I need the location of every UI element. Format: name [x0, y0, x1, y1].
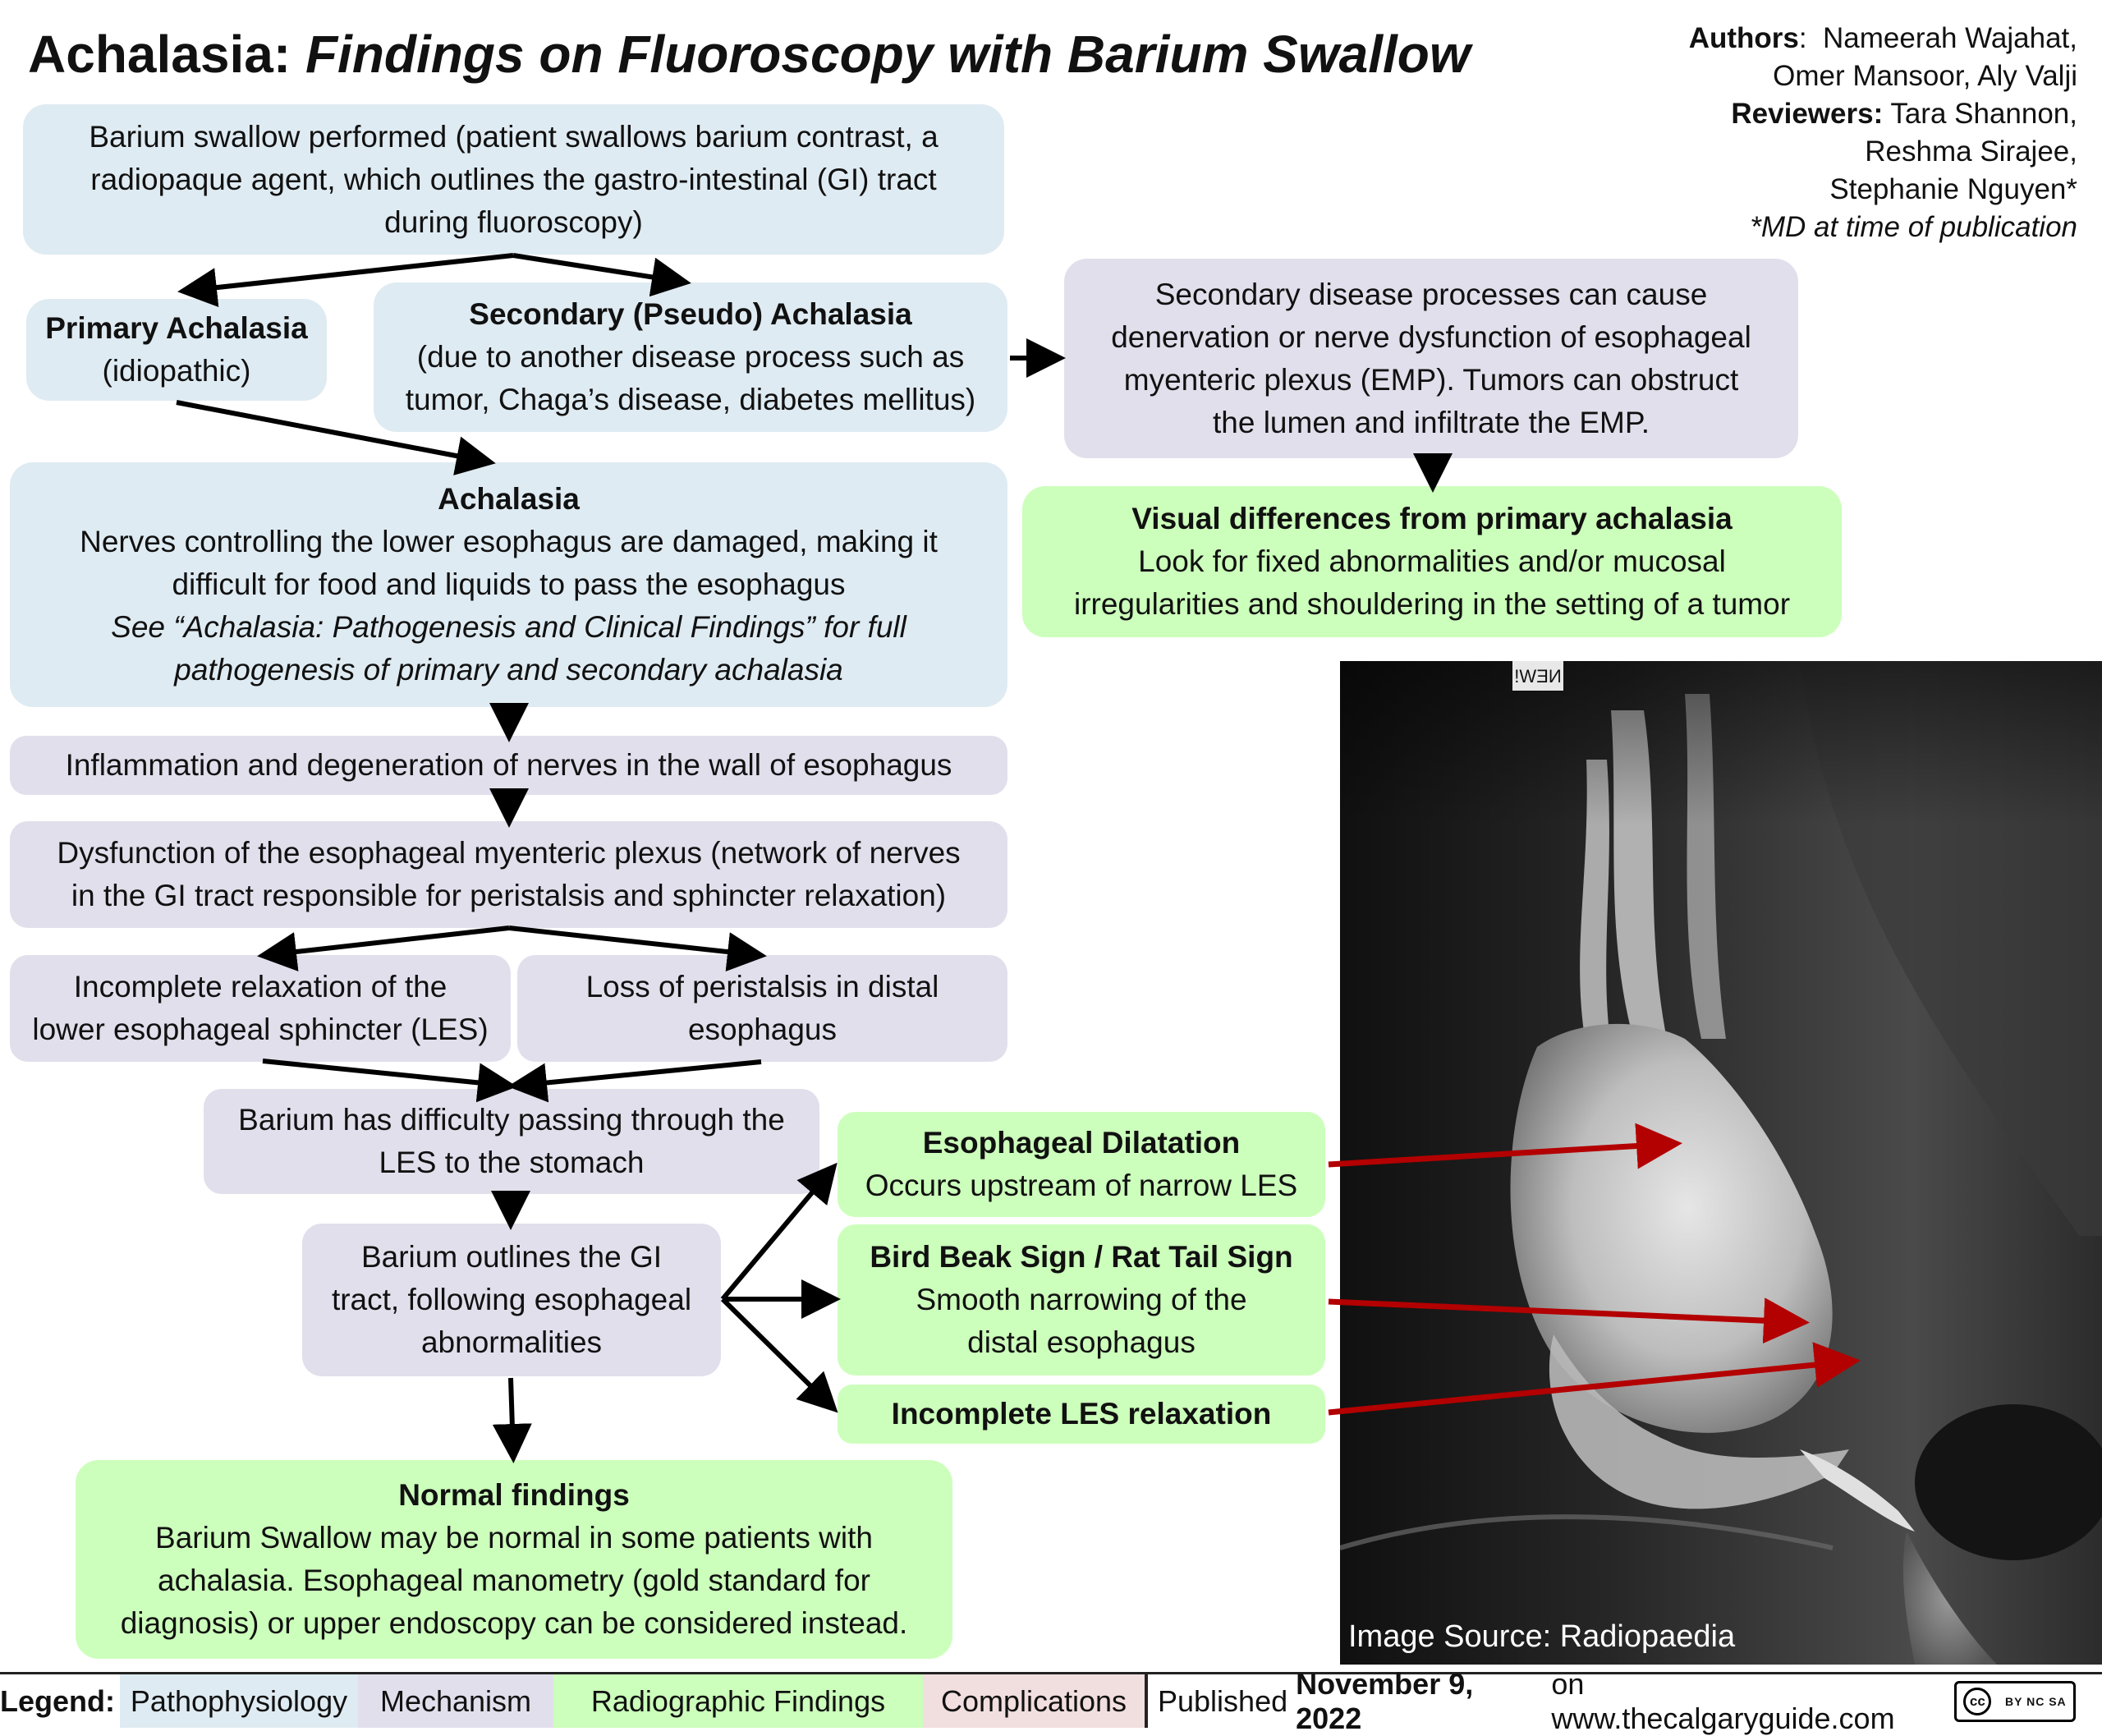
- box-text: (due to another disease process such as: [416, 340, 965, 374]
- box-text: esophagus: [687, 1013, 838, 1046]
- barium-swallow-xray-image: NEW! Image Source: Radiopaedia: [1340, 661, 2102, 1665]
- box-text: denervation or nerve dysfunction of esop…: [1111, 319, 1751, 354]
- legend-pathophysiology: Pathophysiology: [120, 1674, 358, 1728]
- box-text: abnormalities: [420, 1325, 603, 1359]
- box-title: Incomplete LES relaxation: [891, 1397, 1272, 1431]
- box-text: in the GI tract responsible for peristal…: [71, 879, 947, 912]
- cc-icon: cc: [1963, 1688, 1992, 1715]
- credits-block: Authors: Nameerah Wajahat, Omer Mansoor,…: [1689, 20, 2077, 246]
- box-title: Esophageal Dilatation: [922, 1126, 1241, 1160]
- published-prefix: Published: [1158, 1683, 1288, 1718]
- box-text: LES to the stomach: [379, 1146, 645, 1179]
- reviewers-line: Tara Shannon,: [1890, 98, 2077, 130]
- legend-mechanism: Mechanism: [358, 1674, 553, 1728]
- box-text: tract, following esophageal: [331, 1283, 692, 1316]
- credits-note: *MD at time of publication: [1750, 211, 2077, 243]
- achalasia-box: Achalasia Nerves controlling the lower e…: [10, 462, 1007, 707]
- legend-label: Legend:: [0, 1683, 115, 1718]
- bird-beak-box: Bird Beak Sign / Rat Tail Sign Smooth na…: [838, 1224, 1325, 1375]
- arrow-to-les-relaxation: [720, 1297, 838, 1413]
- box-text: (idiopathic): [102, 354, 251, 388]
- barium-swallow-box: Barium swallow performed (patient swallo…: [23, 104, 1004, 255]
- secondary-achalasia-box: Secondary (Pseudo) Achalasia (due to ano…: [374, 282, 1007, 432]
- box-title: Primary Achalasia: [45, 311, 308, 345]
- box-text: lower esophageal sphincter (LES): [32, 1013, 489, 1046]
- box-title: Visual differences from primary achalasi…: [1131, 502, 1733, 535]
- loss-peristalsis-box: Loss of peristalsis in distal esophagus: [517, 955, 1007, 1062]
- box-text: irregularities and shouldering in the se…: [1073, 587, 1791, 621]
- box-title: Achalasia: [438, 482, 580, 516]
- legend-bar: Legend: Pathophysiology Mechanism Radiog…: [0, 1667, 2102, 1735]
- visual-differences-box: Visual differences from primary achalasi…: [1022, 486, 1842, 637]
- dysfunction-box: Dysfunction of the esophageal myenteric …: [10, 821, 1007, 928]
- license-text: BY NC SA: [2005, 1695, 2067, 1708]
- box-text: Barium outlines the GI: [360, 1240, 663, 1274]
- arrow-to-incomplete-relaxation: [257, 925, 510, 971]
- box-title: Secondary (Pseudo) Achalasia: [469, 297, 912, 331]
- les-relaxation-box: Incomplete LES relaxation: [838, 1385, 1325, 1444]
- box-text: Dysfunction of the esophageal myenteric …: [57, 836, 961, 870]
- box-text: Occurs upstream of narrow LES: [865, 1169, 1298, 1202]
- box-text: Barium has difficulty passing through th…: [238, 1103, 785, 1137]
- box-text: tumor, Chaga’s disease, diabetes mellitu…: [405, 383, 976, 416]
- secondary-cause-box: Secondary disease processes can cause de…: [1064, 259, 1798, 458]
- box-text: Barium Swallow may be normal in some pat…: [155, 1521, 873, 1555]
- box-text: diagnosis) or upper endoscopy can be con…: [120, 1606, 908, 1640]
- box-text: distal esophagus: [967, 1325, 1196, 1359]
- authors-line: Omer Mansoor, Aly Valji: [1773, 60, 2077, 92]
- box-title: Normal findings: [398, 1478, 630, 1512]
- box-text: myenteric plexus (EMP). Tumors can obstr…: [1123, 362, 1739, 397]
- page-title: Achalasia: Findings on Fluoroscopy with …: [28, 21, 1471, 87]
- reviewers-label: Reviewers:: [1731, 98, 1884, 130]
- legend-radiographic-findings: Radiographic Findings: [553, 1674, 923, 1728]
- box-text: difficult for food and liquids to pass t…: [172, 567, 846, 601]
- published-line: Published November 9, 2022 on www.thecal…: [1158, 1667, 1930, 1735]
- box-text: the lumen and infiltrate the EMP.: [1212, 405, 1650, 439]
- box-text: Nerves controlling the lower esophagus a…: [80, 525, 938, 558]
- normal-findings-box: Normal findings Barium Swallow may be no…: [76, 1460, 952, 1659]
- authors-line: Nameerah Wajahat,: [1823, 22, 2077, 54]
- arrow-to-normal-findings: [492, 1377, 532, 1463]
- title-subtitle: Findings on Fluoroscopy with Barium Swal…: [305, 25, 1471, 84]
- incomplete-relaxation-box: Incomplete relaxation of the lower esoph…: [10, 955, 511, 1062]
- arrow-peristalsis-to-difficulty: [507, 1059, 762, 1103]
- box-text: pathogenesis of primary and secondary ac…: [174, 653, 843, 687]
- cc-license-badge: cc BY NC SA: [1954, 1681, 2076, 1722]
- box-text: during fluoroscopy): [384, 204, 643, 239]
- box-text: Loss of peristalsis in distal: [585, 970, 939, 1003]
- box-text: Incomplete relaxation of the: [73, 970, 447, 1003]
- primary-achalasia-box: Primary Achalasia (idiopathic): [26, 299, 327, 401]
- box-text: radiopaque agent, which outlines the gas…: [90, 162, 937, 196]
- box-text: Inflammation and degeneration of nerves …: [65, 748, 952, 782]
- box-text: Look for fixed abnormalities and/or muco…: [1138, 544, 1726, 578]
- authors-label: Authors: [1688, 22, 1799, 54]
- inflammation-box: Inflammation and degeneration of nerves …: [10, 736, 1007, 795]
- dilatation-box: Esophageal Dilatation Occurs upstream of…: [838, 1112, 1325, 1217]
- difficulty-box: Barium has difficulty passing through th…: [204, 1089, 819, 1194]
- footer-divider: [1145, 1674, 1148, 1728]
- reviewers-line: Stephanie Nguyen*: [1829, 173, 2077, 205]
- box-text: See “Achalasia: Pathogenesis and Clinica…: [111, 610, 906, 644]
- legend-complications: Complications: [923, 1674, 1145, 1728]
- title-main: Achalasia:: [28, 25, 291, 84]
- outlines-box: Barium outlines the GI tract, following …: [302, 1224, 721, 1376]
- box-title: Bird Beak Sign / Rat Tail Sign: [870, 1240, 1293, 1274]
- arrow-to-loss-peristalsis: [508, 925, 767, 971]
- box-text: Smooth narrowing of the: [916, 1283, 1247, 1316]
- image-source-caption: Image Source: Radiopaedia: [1348, 1619, 1736, 1654]
- arrow-to-secondary: [512, 253, 691, 297]
- reviewers-line: Reshma Sirajee,: [1865, 135, 2077, 168]
- xray-marker: NEW!: [1514, 666, 1561, 687]
- arrow-relaxation-to-difficulty: [262, 1059, 517, 1103]
- box-text: Barium swallow performed (patient swallo…: [89, 119, 939, 154]
- box-text: achalasia. Esophageal manometry (gold st…: [158, 1564, 870, 1597]
- box-text: Secondary disease processes can cause: [1154, 277, 1708, 311]
